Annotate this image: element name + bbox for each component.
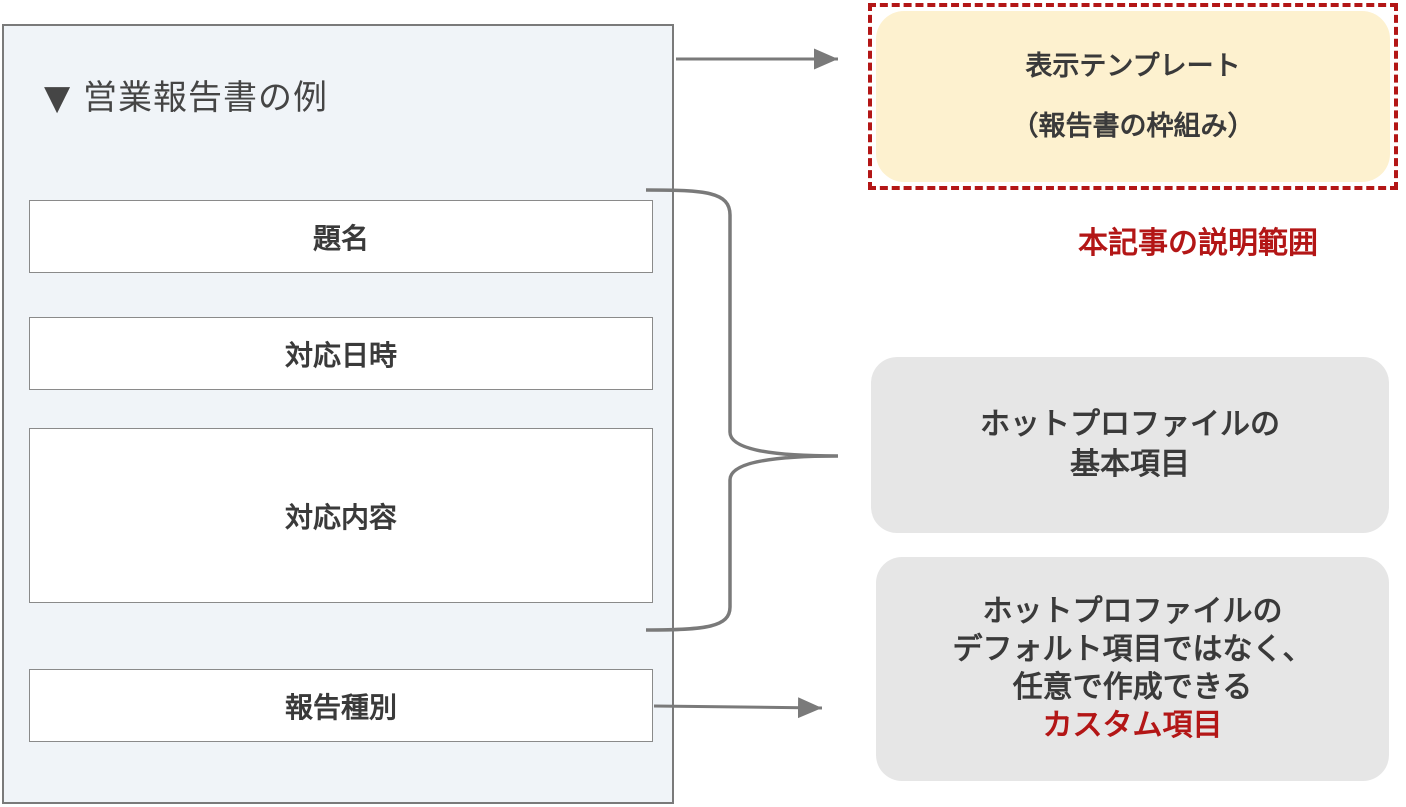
custom-line-4: カスタム項目 <box>1042 708 1223 743</box>
field-datetime: 対応日時 <box>29 317 653 390</box>
field-report-type: 報告種別 <box>29 669 653 742</box>
custom-line-3: 任意で作成できる <box>1012 670 1253 705</box>
custom-items-box: ホットプロファイルの デフォルト項目ではなく、 任意で作成できる カスタム項目 <box>876 557 1389 781</box>
custom-line-1: ホットプロファイルの <box>982 594 1283 629</box>
basic-items-brace <box>645 188 839 632</box>
field-content: 対応内容 <box>29 428 653 603</box>
basic-line-1: ホットプロファイルの <box>980 407 1280 442</box>
template-label: 表示テンプレート <box>1025 50 1241 82</box>
custom-line-2: デフォルト項目ではなく、 <box>952 632 1313 667</box>
display-template-inner: 表示テンプレート （報告書の枠組み） <box>876 11 1390 182</box>
basic-items-box: ホットプロファイルの 基本項目 <box>871 357 1389 533</box>
field-title: 題名 <box>29 200 653 273</box>
custom-arrow <box>653 697 823 719</box>
basic-line-2: 基本項目 <box>1070 447 1190 482</box>
panel-title: ▼ 営業報告書の例 <box>44 78 328 118</box>
display-template-box: 表示テンプレート （報告書の枠組み） <box>868 3 1398 190</box>
template-sublabel: （報告書の枠組み） <box>1011 110 1255 142</box>
scope-label: 本記事の説明範囲 <box>1078 226 1318 261</box>
